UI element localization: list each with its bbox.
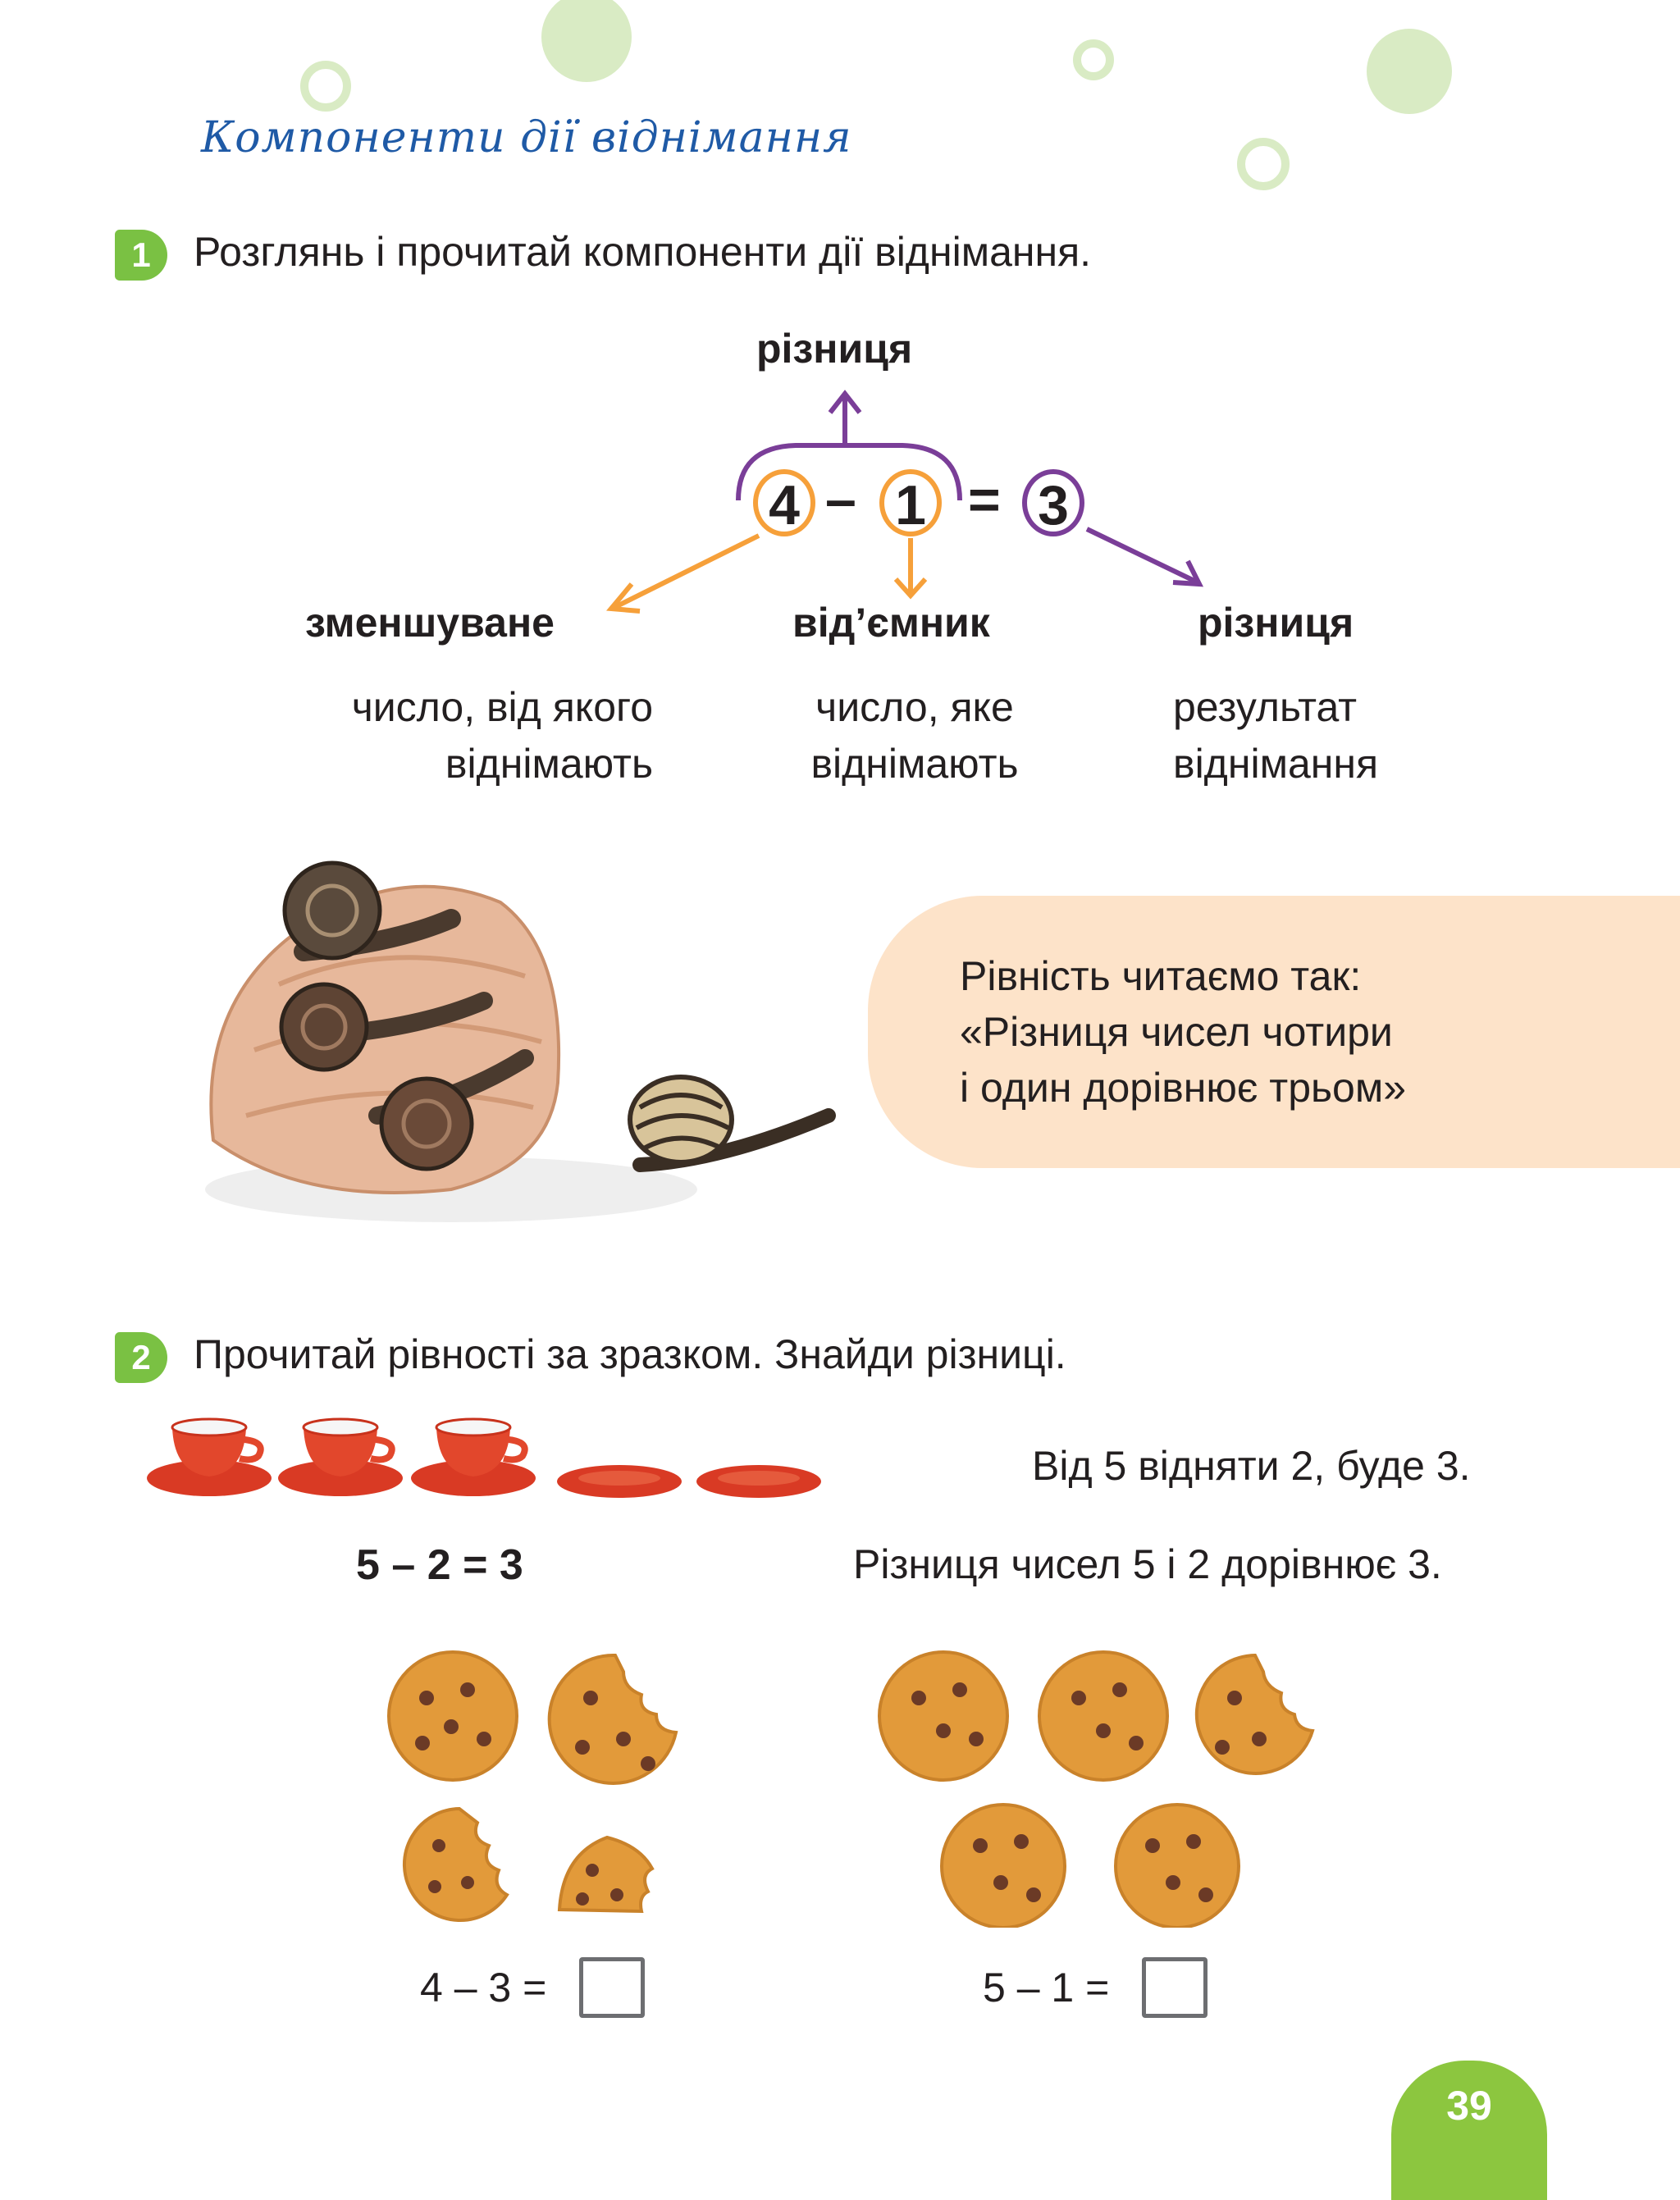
- decor-ring: [1237, 138, 1290, 190]
- snail-top: [282, 860, 461, 961]
- task-2-instruction: Прочитай рівності за зразком. Знайди різ…: [194, 1331, 1066, 1377]
- exercise-2-expression: 5 – 1 =: [983, 1965, 1110, 2011]
- desc-line: віднімають: [810, 741, 1019, 787]
- exercise-1-expression: 4 – 3 =: [420, 1965, 547, 2011]
- snail-separate: [628, 1075, 836, 1172]
- cup-with-saucer: [278, 1417, 403, 1496]
- bitten-cookie: [547, 1653, 678, 1785]
- exercise-1-answer-box[interactable]: [579, 1957, 645, 2018]
- desc-line: віднімання: [1173, 741, 1379, 787]
- task-number-1: 1: [115, 230, 167, 281]
- purple-bracket: [736, 443, 962, 501]
- broken-cookie: [403, 1806, 509, 1922]
- minuend-description: число, від якого віднімають: [292, 679, 653, 792]
- label-minuend: зменшуване: [305, 600, 555, 646]
- info-line: і один дорівнює трьом»: [960, 1065, 1407, 1111]
- decor-ring: [1073, 39, 1114, 80]
- component-arrows: [606, 390, 1204, 614]
- task-number-2: 2: [115, 1332, 167, 1383]
- decor-ring: [300, 61, 351, 112]
- label-subtrahend: від’ємник: [792, 600, 990, 646]
- label-difference: різниця: [1198, 600, 1354, 646]
- equals-sign: =: [968, 468, 1001, 531]
- top-label-difference: різниця: [756, 326, 913, 372]
- minus-sign: –: [825, 468, 856, 531]
- sample-line-2: Різниця чисел 5 і 2 дорівнює 3.: [853, 1541, 1442, 1587]
- sample-line-1: Від 5 відняти 2, буде 3.: [1032, 1443, 1471, 1489]
- cookies-group-2: [878, 1650, 1315, 1928]
- cup-with-saucer: [147, 1417, 272, 1496]
- difference-description: результат віднімання: [1173, 679, 1378, 792]
- snail-bottom: [368, 1049, 534, 1171]
- desc-line: число, від якого: [351, 684, 653, 730]
- orange-arrow-minuend: [614, 533, 760, 609]
- broken-cookie: [557, 1835, 655, 1914]
- subtrahend-description: число, яке віднімають: [779, 679, 1050, 792]
- info-line: «Різниця чисел чотири: [960, 1009, 1393, 1055]
- orange-arrow-minuend-head: [606, 582, 641, 614]
- desc-line: віднімають: [445, 741, 653, 787]
- purple-arrow-difference: [1085, 527, 1199, 585]
- subtrahend-circle: 1: [879, 469, 942, 536]
- orange-arrow-subtrahend-head: [893, 577, 928, 600]
- difference-circle: 3: [1022, 469, 1084, 536]
- task-1-instruction: Розглянь і прочитай компоненти дії відні…: [194, 229, 1092, 275]
- desc-line: результат: [1173, 684, 1358, 730]
- desc-line: число, яке: [815, 684, 1014, 730]
- info-text: Рівність читаємо так: «Різниця чисел чот…: [960, 948, 1406, 1116]
- minuend-circle: 4: [753, 469, 815, 536]
- exercise-2-answer-box[interactable]: [1142, 1957, 1208, 2018]
- snails-on-shell-illustration: [205, 860, 836, 1222]
- cup-with-saucer: [411, 1417, 536, 1496]
- decor-circle: [1367, 29, 1452, 114]
- decor-circle: [541, 0, 632, 82]
- cookie: [387, 1650, 518, 1782]
- cups-and-saucers-illustration: [147, 1417, 821, 1498]
- cookies-group-1: [387, 1650, 678, 1922]
- purple-arrow-difference-head: [1172, 559, 1204, 587]
- purple-arrow-up-head: [828, 390, 862, 414]
- section-title: Компоненти дії віднімання: [201, 113, 852, 162]
- cookie: [1038, 1650, 1169, 1782]
- snail-middle: [279, 982, 493, 1072]
- info-line: Рівність читаємо так:: [960, 953, 1362, 999]
- bitten-cookie: [1194, 1653, 1315, 1775]
- cookie: [878, 1650, 1009, 1782]
- cookie: [940, 1803, 1066, 1928]
- cookie: [1114, 1803, 1240, 1928]
- reading-info-box: [868, 896, 1680, 1168]
- sample-equation: 5 – 2 = 3: [356, 1541, 523, 1589]
- page-number: 39: [1391, 2061, 1547, 2200]
